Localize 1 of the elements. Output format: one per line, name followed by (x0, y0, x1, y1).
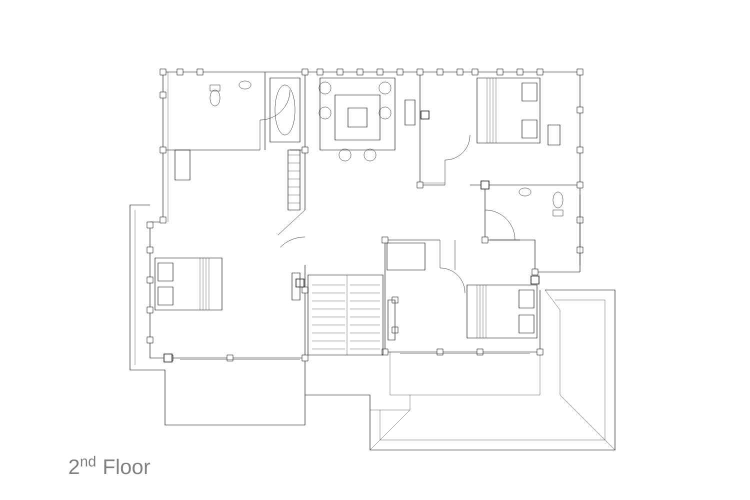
title: 2$^{nd}$ Floor (69, 456, 150, 474)
